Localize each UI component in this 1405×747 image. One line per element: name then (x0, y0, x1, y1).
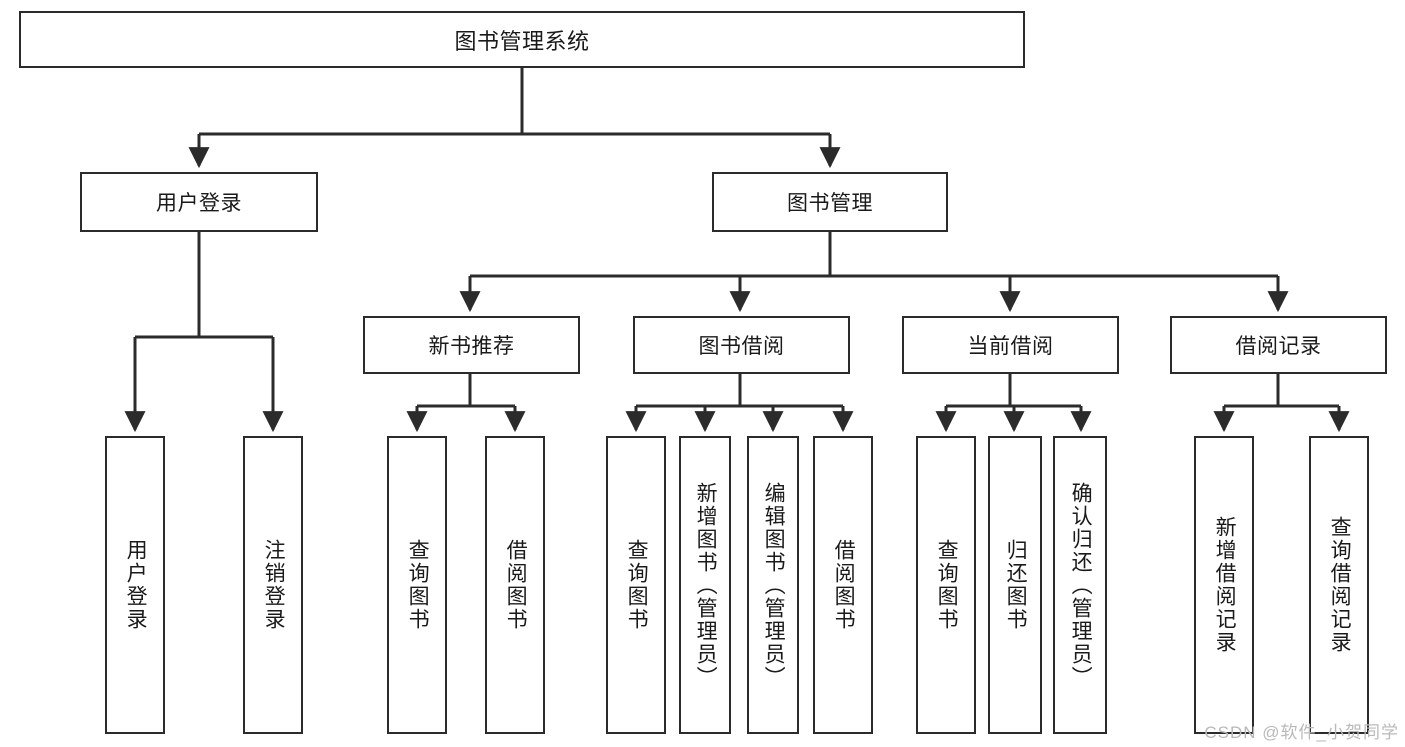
node-book-management-label: 图书管理 (787, 192, 873, 215)
leaf-borrow-borrow-book: 借阅图书 (813, 436, 873, 734)
leaf-current-return-book-label: 归还图书 (1004, 539, 1028, 631)
node-book-management: 图书管理 (712, 172, 948, 232)
node-borrow-record: 借阅记录 (1170, 316, 1387, 374)
node-user-login: 用户登录 (80, 172, 318, 232)
leaf-newbook-query-book: 查询图书 (387, 436, 447, 734)
leaf-current-confirm-return: 确认归还（管理员） (1053, 436, 1107, 734)
node-new-book-recommend: 新书推荐 (363, 316, 580, 374)
node-new-book-recommend-label: 新书推荐 (428, 335, 515, 358)
leaf-logout-label: 注销登录 (262, 539, 286, 631)
node-borrow-record-label: 借阅记录 (1235, 335, 1322, 358)
leaf-newbook-query-book-label: 查询图书 (406, 539, 430, 631)
leaf-record-query-label: 查询借阅记录 (1328, 516, 1352, 654)
node-root: 图书管理系统 (19, 11, 1025, 68)
node-root-label: 图书管理系统 (454, 28, 590, 54)
leaf-current-confirm-return-label: 确认归还（管理员） (1069, 481, 1093, 689)
leaf-borrow-edit-book-label: 编辑图书（管理员） (762, 481, 786, 689)
leaf-user-login: 用户登录 (105, 436, 165, 734)
leaf-current-query-book-label: 查询图书 (935, 539, 959, 631)
leaf-borrow-edit-book: 编辑图书（管理员） (747, 436, 799, 734)
leaf-newbook-borrow-book-label: 借阅图书 (504, 539, 528, 631)
leaf-borrow-add-book: 新增图书（管理员） (679, 436, 731, 734)
leaf-record-query: 查询借阅记录 (1309, 436, 1369, 734)
watermark: CSDN @软件_小贺同学 (1204, 723, 1399, 742)
leaf-record-add: 新增借阅记录 (1194, 436, 1254, 734)
leaf-newbook-borrow-book: 借阅图书 (485, 436, 545, 734)
node-current-borrow-label: 当前借阅 (967, 335, 1054, 358)
leaf-borrow-borrow-book-label: 借阅图书 (832, 539, 856, 631)
leaf-current-return-book: 归还图书 (988, 436, 1042, 734)
leaf-record-add-label: 新增借阅记录 (1213, 516, 1237, 654)
leaf-user-login-label: 用户登录 (124, 539, 148, 631)
node-book-borrow: 图书借阅 (633, 316, 850, 374)
leaf-borrow-query-book-label: 查询图书 (625, 539, 649, 631)
node-current-borrow: 当前借阅 (902, 316, 1119, 374)
leaf-borrow-query-book: 查询图书 (606, 436, 666, 734)
leaf-current-query-book: 查询图书 (916, 436, 976, 734)
leaf-logout: 注销登录 (243, 436, 303, 734)
node-user-login-label: 用户登录 (156, 192, 242, 215)
node-book-borrow-label: 图书借阅 (698, 335, 785, 358)
leaf-borrow-add-book-label: 新增图书（管理员） (694, 481, 718, 689)
